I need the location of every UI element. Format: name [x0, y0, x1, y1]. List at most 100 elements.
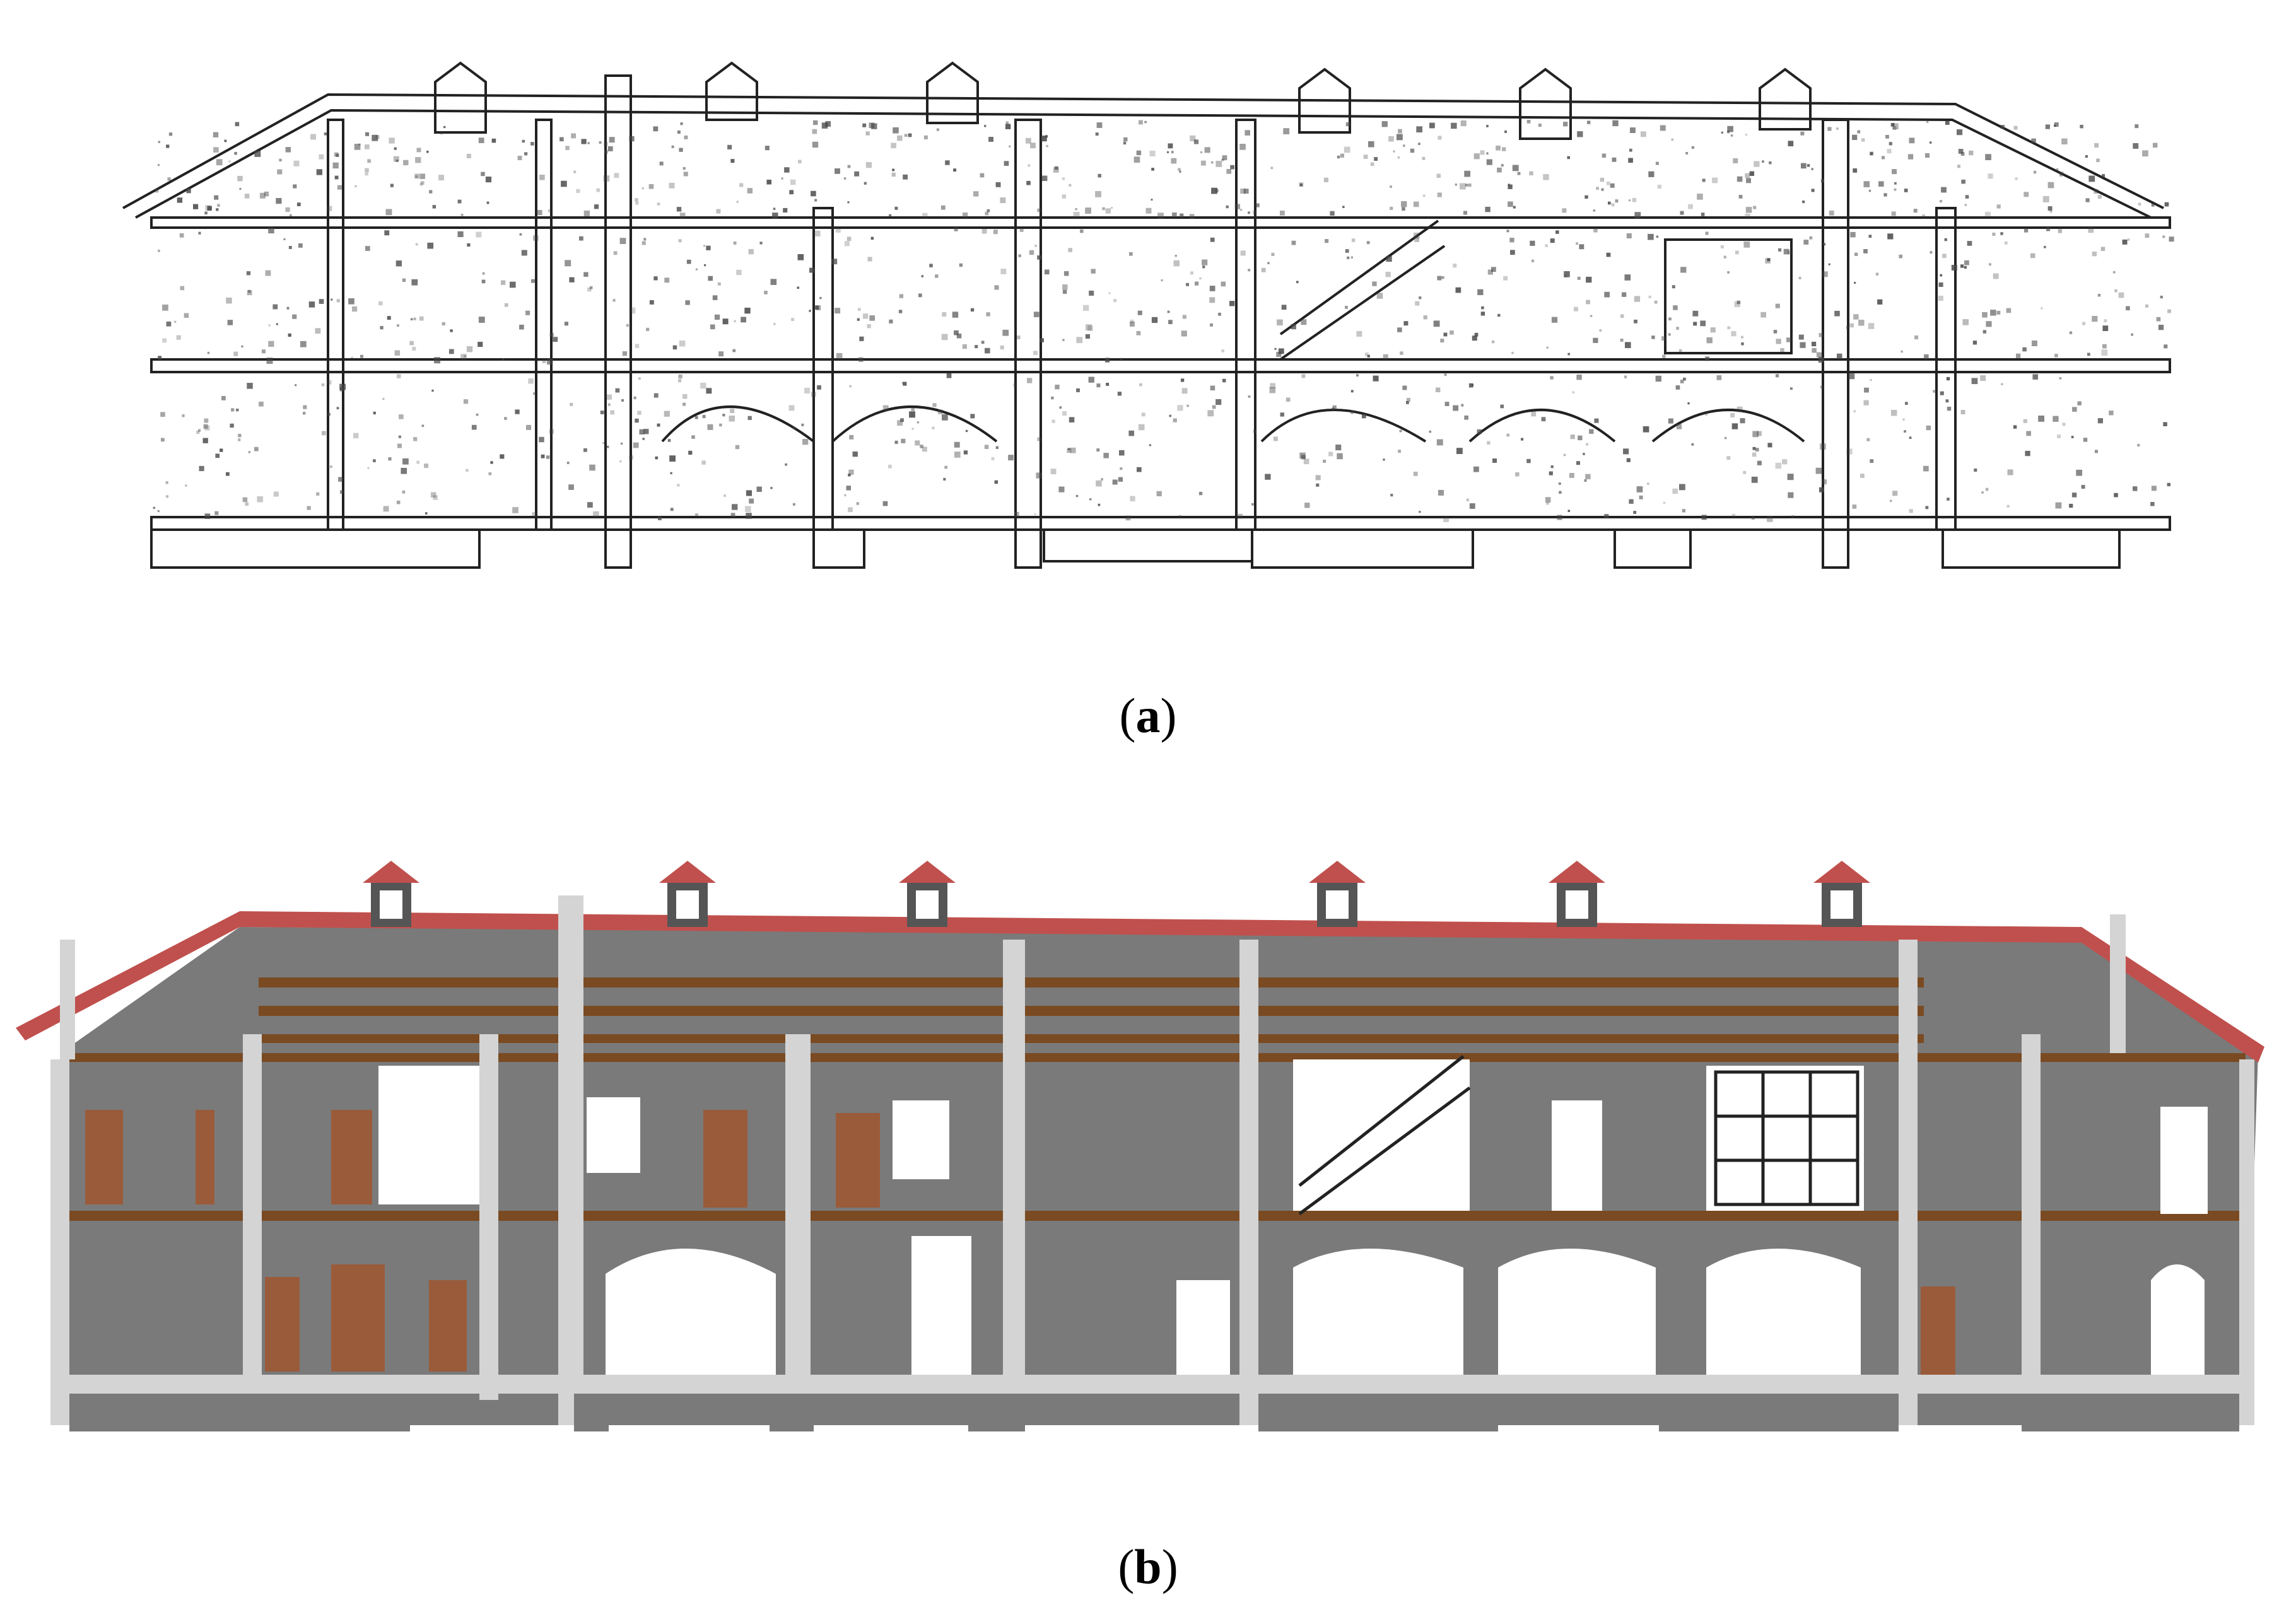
point-sample: [1985, 154, 1991, 160]
point-sample: [2032, 374, 2038, 380]
point-sample: [1345, 306, 1348, 309]
point-sample: [1683, 377, 1686, 381]
point-sample: [1816, 352, 1822, 358]
point-sample: [1347, 256, 1350, 259]
point-sample: [1422, 194, 1426, 197]
point-sample: [944, 465, 947, 469]
point-sample: [1444, 402, 1450, 406]
arch: [831, 405, 998, 443]
point-sample: [959, 263, 963, 267]
point-sample: [1632, 197, 1637, 202]
dormer-roof: [659, 861, 716, 883]
foundation-block: [770, 1394, 814, 1431]
point-sample: [1190, 271, 1193, 275]
point-sample: [1085, 334, 1090, 339]
point-sample: [835, 168, 840, 174]
point-sample: [1028, 164, 1031, 167]
point-sample: [273, 491, 279, 497]
point-sample: [936, 128, 939, 131]
point-sample: [431, 492, 436, 498]
point-sample: [224, 139, 227, 143]
point-sample: [802, 439, 809, 445]
point-sample: [1820, 443, 1826, 450]
point-sample: [1857, 130, 1861, 134]
point-sample: [984, 125, 987, 127]
point-sample: [942, 414, 948, 421]
column: [604, 74, 632, 569]
point-sample: [657, 423, 660, 427]
point-sample: [587, 287, 592, 292]
point-sample: [1323, 177, 1328, 182]
point-sample: [1067, 448, 1072, 453]
point-sample: [1388, 136, 1394, 142]
point-sample: [798, 160, 802, 164]
column: [1822, 119, 1849, 569]
point-sample: [337, 185, 342, 190]
point-sample: [1076, 337, 1083, 344]
point-sample: [1436, 173, 1441, 178]
point-sample: [1101, 478, 1103, 481]
point-sample: [1870, 378, 1872, 382]
point-sample: [849, 434, 854, 440]
bim-section-drawing: [16, 861, 2264, 1431]
point-sample: [1602, 153, 1607, 158]
point-sample: [1654, 300, 1658, 304]
arch: [1651, 409, 1805, 443]
point-sample: [1133, 156, 1140, 163]
point-sample: [870, 236, 874, 240]
point-sample: [383, 506, 389, 512]
point-sample: [1850, 231, 1856, 238]
point-sample: [953, 168, 956, 172]
point-sample: [1509, 238, 1514, 243]
point-sample: [970, 414, 975, 419]
point-sample: [481, 172, 485, 177]
point-sample: [415, 175, 418, 178]
point-sample: [336, 407, 339, 410]
point-sample: [1909, 509, 1913, 513]
point-sample: [1815, 467, 1822, 474]
point-sample: [1678, 349, 1682, 353]
point-sample: [2071, 493, 2077, 498]
point-sample: [388, 457, 392, 461]
point-sample: [1299, 184, 1303, 187]
point-sample: [1062, 194, 1066, 199]
point-sample: [858, 357, 864, 362]
point-sample: [1181, 378, 1185, 382]
point-sample: [285, 147, 291, 153]
point-sample: [348, 298, 354, 305]
point-sample: [327, 412, 331, 416]
point-sample: [1062, 289, 1067, 294]
point-sample: [1907, 154, 1914, 160]
point-sample: [1612, 157, 1617, 162]
point-sample: [1822, 271, 1828, 277]
point-sample: [1270, 166, 1274, 170]
point-sample: [859, 336, 864, 341]
point-sample: [1390, 206, 1393, 210]
point-sample: [1332, 405, 1337, 409]
point-sample: [1892, 169, 1897, 175]
point-sample: [2058, 229, 2062, 233]
point-sample: [679, 148, 683, 152]
point-sample: [1464, 170, 1470, 177]
point-sample: [1501, 164, 1504, 167]
point-sample: [1778, 248, 1782, 252]
point-sample: [847, 165, 851, 168]
arch: [1468, 409, 1616, 443]
point-sample: [1579, 244, 1584, 250]
point-sample: [1563, 453, 1566, 457]
point-sample: [1210, 323, 1213, 327]
point-sample: [2162, 235, 2165, 238]
point-sample: [1273, 436, 1278, 441]
point-sample: [1506, 230, 1509, 233]
floor-beam: [69, 1053, 2246, 1062]
point-sample: [1278, 348, 1284, 354]
point-sample: [394, 350, 401, 356]
point-sample: [1868, 235, 1872, 238]
point-sample: [1783, 248, 1789, 255]
point-sample: [1453, 264, 1457, 268]
point-sample: [382, 398, 385, 400]
point-sample: [614, 173, 619, 178]
point-sample: [1511, 351, 1514, 354]
point-sample: [793, 426, 796, 429]
point-sample: [1837, 353, 1842, 359]
